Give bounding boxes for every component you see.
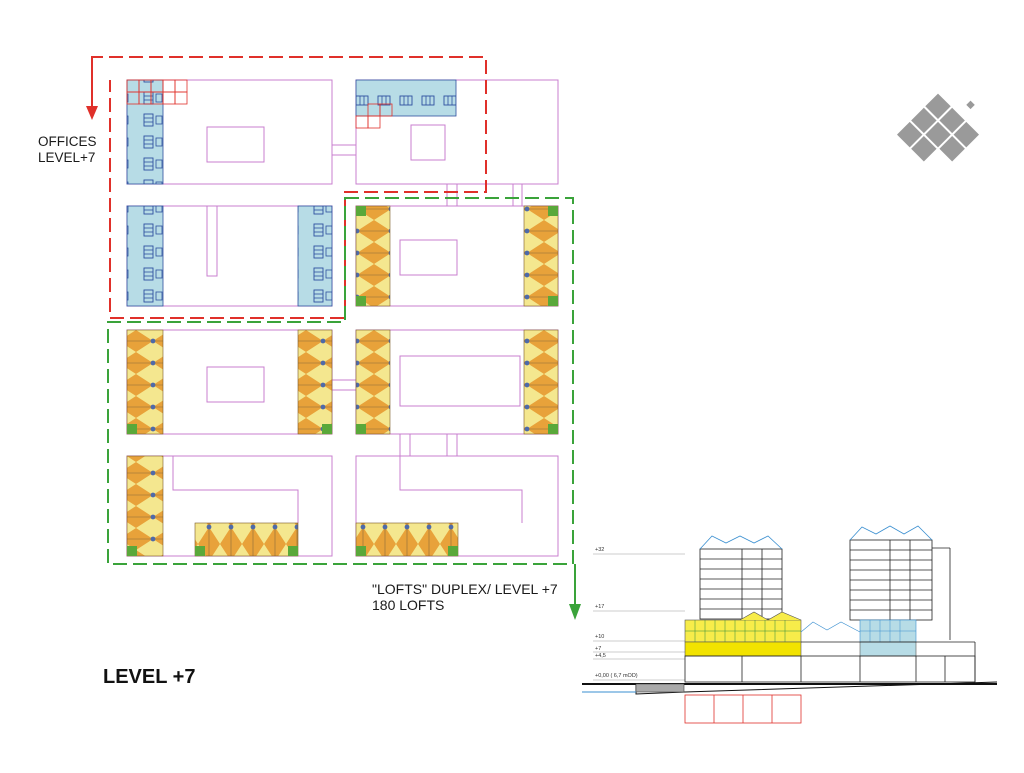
level-label: +32	[595, 547, 604, 553]
loft-wing-r2-right-b	[523, 205, 559, 307]
loft-strip-r4-left	[194, 522, 299, 557]
loft-wing-r2-right-a	[355, 205, 391, 307]
loft-wing-r4-left	[126, 455, 164, 557]
basement	[684, 694, 802, 724]
level-label: +7	[595, 646, 601, 652]
level-title: LEVEL +7	[103, 666, 196, 688]
loft-wing-r3-left-b	[297, 329, 333, 435]
level-label: +4,5	[595, 653, 606, 659]
loft-wing-r3-right-a	[355, 329, 391, 435]
podium-lofts-lower	[684, 641, 802, 657]
loft-wing-r3-left-a	[126, 329, 164, 435]
office-units	[126, 79, 457, 307]
courtyard-r3-left	[206, 366, 265, 403]
offices-label: OFFICES LEVEL+7	[38, 134, 97, 166]
level-label: +10	[595, 634, 604, 640]
red-grid	[126, 79, 393, 129]
down-arrow-icon	[569, 564, 581, 620]
down-arrow-icon	[86, 57, 98, 120]
section-elevation: +32 +17 +10 +7 +4,5 +0,00 ( 6,7 mOD)	[582, 525, 998, 724]
courtyard-r1-right	[410, 124, 446, 161]
offices-label-line2: LEVEL+7	[38, 150, 96, 165]
offices-zone-outline	[91, 56, 487, 319]
lofts-label-line2: 180 LOFTS	[372, 597, 445, 613]
courtyard-r1-left	[206, 126, 265, 163]
lofts-label: "LOFTS" DUPLEX/ LEVEL +7 180 LOFTS	[372, 581, 558, 613]
loft-wing-r3-right-b	[523, 329, 559, 435]
office-wing-r2-left-b	[297, 205, 333, 307]
diamond-logo-icon	[896, 93, 980, 162]
level-label: +17	[595, 604, 604, 610]
office-wing-r1-left	[126, 79, 164, 185]
loft-units	[126, 205, 559, 557]
level-label: +0,00 ( 6,7 mOD)	[595, 673, 638, 679]
lofts-label-line1: "LOFTS" DUPLEX/ LEVEL +7	[372, 581, 558, 597]
office-wing-r2-left-a	[126, 205, 164, 307]
offices-label-line1: OFFICES	[38, 134, 97, 149]
stair-cores	[127, 206, 558, 556]
tower-left	[699, 548, 783, 620]
lofts-zone-outline	[107, 197, 574, 565]
loft-strip-r4-right	[355, 522, 459, 557]
courtyard-r2-right	[399, 239, 458, 276]
office-wing-r1-right	[355, 79, 457, 117]
